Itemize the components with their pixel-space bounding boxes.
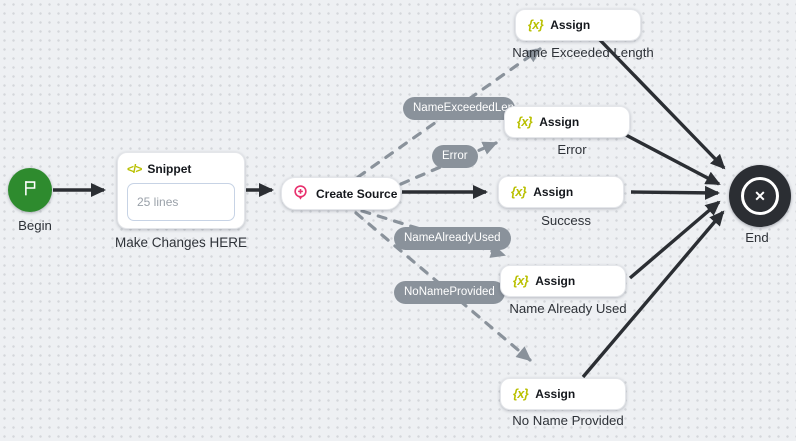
edge-error-to-end: [623, 132, 721, 186]
location-plus-icon: [292, 184, 309, 203]
assign-title: Assign: [539, 115, 580, 129]
variable-icon: {x}: [528, 18, 544, 32]
assign-caption-name-exceeded: Name Exceeded Length: [512, 45, 654, 60]
end-label: End: [745, 230, 769, 245]
edge-label-name-already-used: NameAlreadyUsed: [394, 227, 511, 250]
edge-success-to-end: [630, 185, 720, 200]
variable-icon: {x}: [517, 115, 533, 129]
snippet-node[interactable]: </> Snippet 25 lines: [117, 152, 245, 229]
assign-title: Assign: [533, 185, 574, 199]
assign-caption-success: Success: [541, 213, 591, 228]
create-source-title: Create Source: [316, 186, 398, 201]
snippet-title: Snippet: [147, 162, 192, 176]
assign-node-name-already-used[interactable]: {x} Assign: [500, 265, 626, 297]
variable-icon: {x}: [513, 387, 529, 401]
begin-node[interactable]: [8, 168, 52, 212]
snippet-code-preview[interactable]: 25 lines: [127, 183, 235, 221]
edge-label-error: Error: [432, 145, 478, 168]
assign-caption-name-already-used: Name Already Used: [509, 301, 627, 316]
assign-title: Assign: [535, 387, 576, 401]
edge-label-no-name-provided: NoNameProvided: [394, 281, 505, 304]
assign-node-no-name-provided[interactable]: {x} Assign: [500, 378, 626, 410]
edge-name-already-used-to-end: [628, 200, 721, 280]
variable-icon: {x}: [513, 274, 529, 288]
assign-node-name-exceeded[interactable]: {x} Assign: [515, 9, 641, 41]
variable-icon: {x}: [511, 185, 527, 199]
flag-icon: [19, 177, 41, 204]
assign-node-error[interactable]: {x} Assign: [504, 106, 630, 138]
assign-title: Assign: [550, 18, 591, 32]
create-source-node[interactable]: Create Source: [281, 177, 401, 210]
assign-title: Assign: [535, 274, 576, 288]
code-icon: </>: [127, 162, 142, 176]
edge-create-source-to-no-name-provided: [354, 211, 532, 362]
assign-caption-error: Error: [557, 142, 587, 157]
begin-label: Begin: [18, 218, 52, 233]
end-ring: ✕: [741, 177, 779, 215]
assign-node-success[interactable]: {x} Assign: [498, 176, 624, 208]
snippet-line-count: 25 lines: [137, 195, 179, 209]
edge-no-name-provided-to-end: [581, 210, 725, 379]
assign-caption-no-name-provided: No Name Provided: [512, 413, 624, 428]
close-icon: ✕: [754, 188, 766, 204]
end-node[interactable]: ✕: [729, 165, 791, 227]
edge-name-exceeded-to-end: [598, 38, 726, 170]
snippet-caption: Make Changes HERE: [114, 235, 248, 250]
